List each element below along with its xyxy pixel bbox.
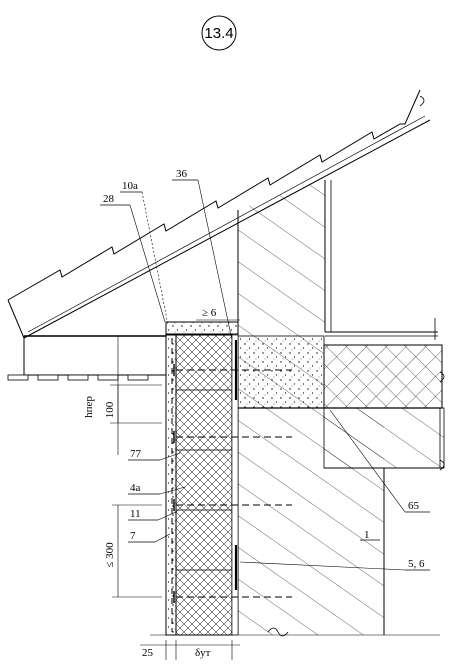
callout-4a: 4а [130,482,141,494]
callout-5-6: 5, 6 [408,558,425,570]
callout-28: 28 [103,193,115,205]
callout-77: 77 [130,448,142,460]
break-lines [150,627,440,637]
detail-number-badge: 13.4 [201,15,237,51]
dowel [173,364,292,376]
roof [7,89,431,339]
attic-space [324,180,438,340]
dowel [173,499,292,511]
callout-10a: 10а [122,180,138,192]
dowel [173,591,292,603]
callout-11: 11 [130,508,141,520]
callout-36: 36 [176,168,188,180]
callout-1: 1 [364,529,370,541]
callout-7: 7 [130,530,136,542]
dim-gap: ≥ 6 [202,307,217,319]
dimension-lines [110,319,240,660]
callout-65: 65 [408,500,420,512]
detail-number: 13.4 [204,25,233,42]
leader-lines [100,179,430,571]
dim-lintel-height: hпер [83,396,95,418]
eave-soffit [7,335,166,381]
dim-insulation: δут [195,647,211,659]
dim-max-spacing: ≤ 300 [104,542,116,568]
insulation-layer [175,334,239,636]
dowel-anchors [173,364,292,603]
ring-beam [323,407,445,469]
dim-100: 100 [104,401,116,418]
dowel [173,431,292,443]
dim-25: 25 [142,647,154,659]
